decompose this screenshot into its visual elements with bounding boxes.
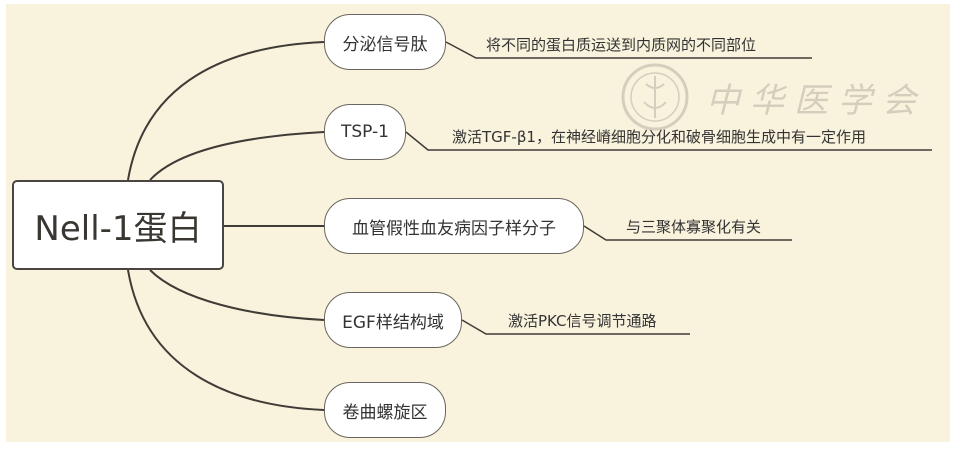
connector-root-to-branch-1: [127, 41, 325, 181]
branch-node-coiled-coil: 卷曲螺旋区: [324, 382, 446, 438]
connector-root-to-branch-2: [149, 131, 325, 181]
branch-description: 激活TGF-β1，在神经嵴细胞分化和破骨细胞生成中有一定作用: [452, 128, 866, 146]
branch-node-label: 卷曲螺旋区: [342, 402, 428, 423]
society-seal-icon: [621, 63, 689, 131]
branch-description: 与三聚体寡聚化有关: [626, 218, 762, 236]
branch-node-label: TSP-1: [340, 122, 389, 142]
branch-node-label: 血管假性血友病因子样分子: [352, 218, 556, 239]
underline-desc-3: [583, 225, 792, 241]
underline-desc-1: [445, 41, 812, 59]
root-node: Nell-1蛋白: [12, 180, 224, 270]
connector-root-to-branch-5: [127, 269, 325, 411]
branch-node-tsp1: TSP-1: [324, 104, 406, 160]
watermark-text: 中华医学会: [706, 80, 926, 121]
underline-desc-2: [405, 131, 932, 151]
branch-node-egf-domain: EGF样结构域: [324, 292, 462, 348]
underline-desc-4: [461, 319, 690, 335]
branch-node-vwf-like: 血管假性血友病因子样分子: [324, 198, 584, 254]
watermark: 中华医学会: [620, 62, 926, 132]
branch-node-signal-peptide: 分泌信号肽: [324, 14, 446, 70]
branch-description: 激活PKC信号调节通路: [508, 312, 657, 330]
branch-node-label: 分泌信号肽: [342, 34, 428, 55]
branch-description: 将不同的蛋白质运送到内质网的不同部位: [486, 36, 757, 54]
branch-node-label: EGF样结构域: [342, 312, 444, 333]
root-node-label: Nell-1蛋白: [34, 208, 202, 249]
connector-root-to-branch-4: [149, 269, 325, 321]
